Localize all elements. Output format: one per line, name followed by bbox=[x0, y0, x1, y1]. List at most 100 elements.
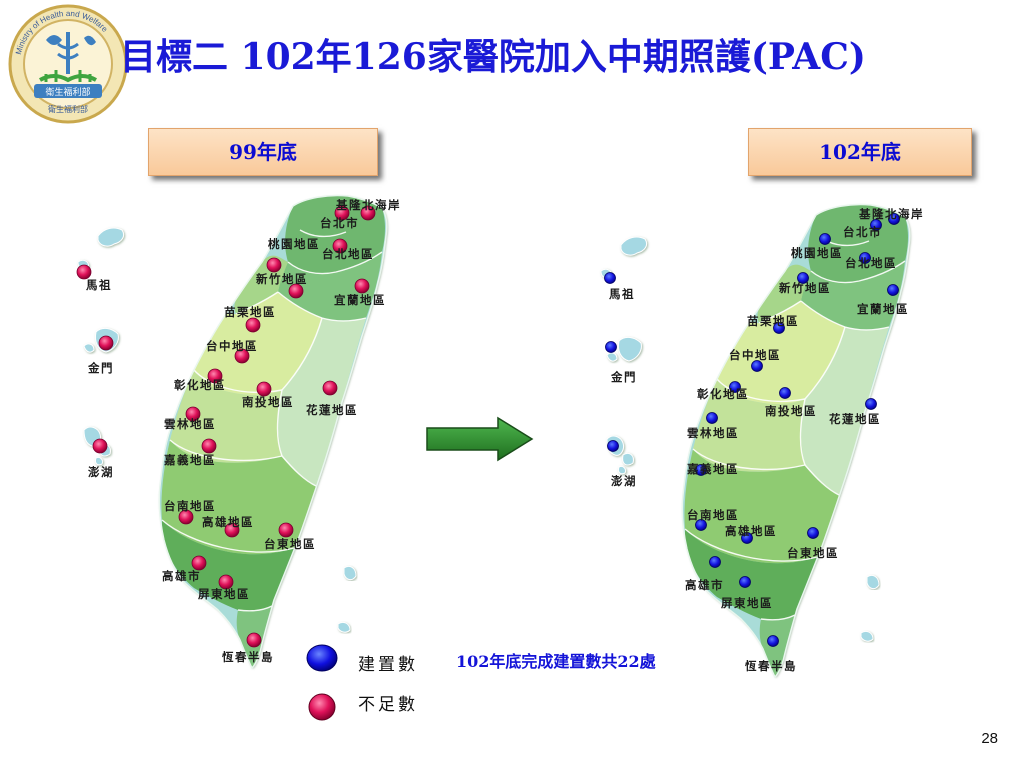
built-marker bbox=[604, 272, 616, 284]
built-marker bbox=[888, 213, 900, 225]
built-marker bbox=[706, 412, 718, 424]
built-marker bbox=[773, 322, 785, 334]
built-marker bbox=[859, 252, 871, 264]
region-area bbox=[801, 261, 905, 330]
map-label-hsinchu: 新竹地區 bbox=[256, 272, 308, 286]
map-label-penghu: 澎湖 bbox=[611, 474, 637, 488]
map-label-hengchun: 恆春半島 bbox=[221, 650, 274, 664]
legend-shortfall-label: 不足數 bbox=[358, 695, 418, 715]
left-period-label: 99年底 bbox=[148, 128, 378, 176]
region-border bbox=[161, 519, 295, 553]
built-marker bbox=[709, 556, 721, 568]
shortfall-marker bbox=[224, 522, 240, 538]
built-marker bbox=[607, 440, 619, 452]
built-marker bbox=[807, 527, 819, 539]
shortfall-marker bbox=[185, 406, 201, 422]
region-area bbox=[801, 327, 889, 495]
shortfall-marker bbox=[322, 380, 338, 396]
region-area bbox=[693, 379, 805, 472]
shortfall-marker bbox=[92, 438, 108, 454]
region-border bbox=[281, 317, 323, 391]
region-border bbox=[276, 389, 283, 457]
right-taiwan-map: 基隆北海岸台北市桃園地區台北地區新竹地區宜蘭地區苗栗地區台中地區彰化地區南投地區… bbox=[600, 203, 924, 679]
built-marker bbox=[865, 398, 877, 410]
map-label-yunlin: 雲林地區 bbox=[687, 426, 739, 440]
region-border bbox=[287, 251, 383, 275]
map-label-kinmen: 金門 bbox=[610, 370, 637, 384]
map-label-pingtung: 屏東地區 bbox=[198, 587, 250, 601]
legend-built-label: 建置數 bbox=[358, 655, 418, 675]
map-label-taipei-area: 台北地區 bbox=[845, 256, 897, 270]
left-taiwan-map: 基隆北海岸台北市桃園地區台北地區新竹地區宜蘭地區苗栗地區台中地區彰化地區南投地區… bbox=[76, 194, 401, 670]
region-area bbox=[161, 440, 316, 555]
offshore-island bbox=[77, 227, 125, 270]
shortfall-marker bbox=[191, 555, 207, 571]
region-border bbox=[804, 326, 846, 400]
built-marker bbox=[751, 360, 763, 372]
built-marker bbox=[887, 284, 899, 296]
map-label-kinmen: 金門 bbox=[87, 361, 114, 375]
shortfall-marker bbox=[76, 264, 92, 280]
legend-built-marker bbox=[306, 644, 338, 672]
caduceus-icon bbox=[39, 32, 97, 83]
built-marker bbox=[797, 272, 809, 284]
map-label-penghu: 澎湖 bbox=[88, 465, 114, 479]
region-border bbox=[235, 291, 279, 315]
region-area bbox=[278, 252, 382, 321]
region-area bbox=[808, 204, 908, 283]
map-label-pingtung: 屏東地區 bbox=[721, 596, 773, 610]
map-label-kaohsiung-city: 高雄市 bbox=[162, 569, 201, 583]
region-area bbox=[717, 301, 845, 405]
region-border bbox=[237, 605, 273, 612]
built-marker bbox=[819, 233, 831, 245]
map-label-tainan: 台南地區 bbox=[687, 508, 739, 522]
map-label-changhua: 彰化地區 bbox=[697, 387, 749, 401]
legend-markers bbox=[306, 644, 338, 721]
map-label-yilan: 宜蘭地區 bbox=[334, 293, 386, 307]
map-label-taichung: 台中地區 bbox=[206, 339, 258, 353]
right-period-label: 102年底 bbox=[748, 128, 972, 176]
logo-bottom-text: 衛生福利部 bbox=[48, 104, 88, 114]
island-outline bbox=[681, 203, 911, 679]
map-label-taipei-city: 台北市 bbox=[843, 225, 882, 239]
built-marker bbox=[695, 519, 707, 531]
map-label-chiayi: 嘉義地區 bbox=[686, 462, 739, 476]
map-label-changhua: 彰化地區 bbox=[174, 378, 226, 392]
logo-banner-text: 衛生福利部 bbox=[45, 86, 90, 98]
shortfall-marker bbox=[256, 381, 272, 397]
map-label-taitung: 台東地區 bbox=[787, 546, 839, 560]
offshore-island bbox=[600, 236, 648, 279]
map-label-taichung: 台中地區 bbox=[729, 348, 781, 362]
region-area bbox=[162, 520, 294, 611]
built-marker bbox=[870, 219, 882, 231]
island-outline bbox=[158, 194, 388, 670]
shortfall-marker bbox=[288, 283, 304, 299]
offshore-island bbox=[860, 630, 874, 642]
region-border bbox=[799, 398, 806, 466]
built-marker bbox=[741, 532, 753, 544]
map-label-kaohsiung-area: 高雄地區 bbox=[202, 515, 254, 529]
region-area bbox=[278, 318, 366, 486]
shortfall-marker bbox=[207, 368, 223, 384]
offshore-island bbox=[866, 574, 880, 590]
map-label-keelung-coast: 基隆北海岸 bbox=[858, 207, 924, 221]
region-area bbox=[170, 370, 282, 463]
map-label-matsu: 馬祖 bbox=[609, 287, 635, 301]
map-label-kaohsiung-area: 高雄地區 bbox=[725, 524, 777, 538]
region-border bbox=[716, 378, 806, 403]
shortfall-marker bbox=[245, 317, 261, 333]
map-label-taipei-city: 台北市 bbox=[320, 216, 359, 230]
shortfall-marker bbox=[178, 509, 194, 525]
summary-text: 102年底完成建置數共22處 bbox=[456, 652, 656, 671]
offshore-island bbox=[606, 336, 642, 362]
shortfall-marker bbox=[98, 335, 114, 351]
built-marker bbox=[695, 464, 707, 476]
map-label-taoyuan: 桃園地區 bbox=[268, 237, 320, 251]
map-label-keelung-coast: 基隆北海岸 bbox=[335, 198, 401, 212]
region-area bbox=[685, 529, 817, 620]
offshore-island bbox=[337, 621, 351, 633]
map-label-taipei-area: 台北地區 bbox=[322, 247, 374, 261]
shortfall-marker bbox=[334, 205, 350, 221]
